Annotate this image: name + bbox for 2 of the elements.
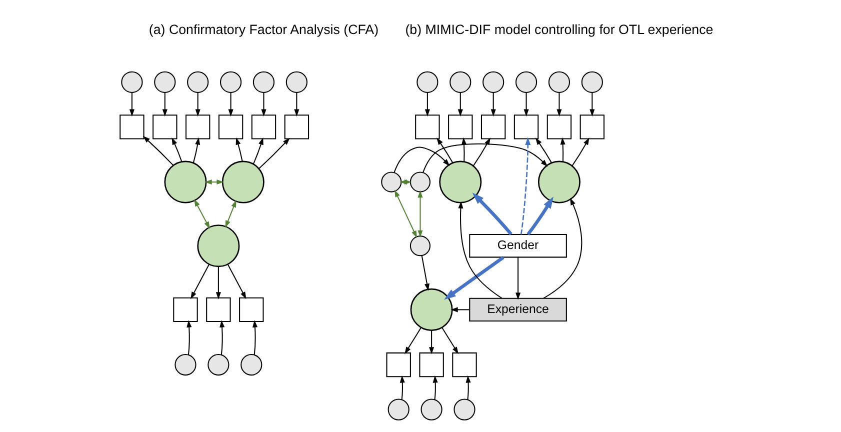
label: (b) MIMIC-DIF model controlling for OTL experience: [404, 22, 713, 38]
label: (a) Confirmatory Factor Analysis (CFA): [148, 22, 378, 38]
